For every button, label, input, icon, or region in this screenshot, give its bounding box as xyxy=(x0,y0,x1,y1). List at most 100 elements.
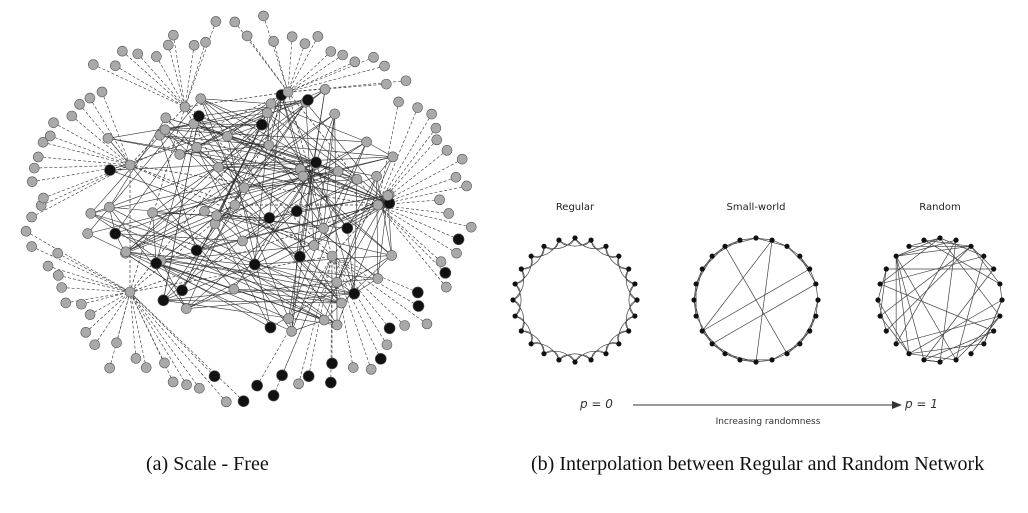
light-node xyxy=(179,101,191,113)
network-edge xyxy=(57,252,131,293)
light-node xyxy=(238,182,250,194)
network-edge xyxy=(254,264,338,326)
light-node xyxy=(211,210,222,221)
network-edge xyxy=(234,204,333,257)
ring-edge xyxy=(896,239,957,257)
network-edge xyxy=(204,102,306,212)
light-node xyxy=(426,108,437,120)
ring-edge xyxy=(879,268,887,317)
network-edge xyxy=(377,204,472,228)
small-world-ring-network xyxy=(691,235,821,365)
network-edge xyxy=(233,288,342,304)
network-edge xyxy=(323,113,336,229)
dark-node xyxy=(383,322,396,335)
ring-node xyxy=(999,297,1005,303)
ring-node xyxy=(991,266,997,272)
random-ring-network xyxy=(875,235,1005,365)
ring-node xyxy=(556,237,562,243)
ring-node xyxy=(541,351,547,357)
ring-node xyxy=(883,328,889,334)
ring-edge xyxy=(970,246,1001,285)
ring-node xyxy=(981,253,987,259)
network-edge xyxy=(164,129,342,304)
network-edge xyxy=(109,169,315,246)
light-node xyxy=(286,31,298,42)
ring-node xyxy=(616,341,622,347)
ring-node xyxy=(722,351,728,357)
network-edge xyxy=(184,91,289,108)
ring-edge xyxy=(755,240,773,363)
network-edge xyxy=(109,156,393,171)
network-edge xyxy=(193,123,262,125)
network-edge xyxy=(377,158,463,206)
light-node xyxy=(160,112,172,124)
light-node xyxy=(102,132,114,144)
dark-node xyxy=(176,284,188,297)
light-node xyxy=(421,318,433,330)
ring-node xyxy=(512,281,518,287)
network-edge xyxy=(299,256,355,294)
network-edge xyxy=(115,115,200,234)
light-node xyxy=(386,250,397,261)
ring-node xyxy=(753,235,759,241)
light-node xyxy=(361,136,372,148)
dark-node xyxy=(208,370,221,383)
network-edge xyxy=(47,265,131,293)
ring-edge xyxy=(543,237,576,249)
caption-scale-free: (a) Scale - Free xyxy=(146,453,269,475)
network-edge xyxy=(58,275,131,293)
ring-edge xyxy=(543,351,576,363)
network-edge xyxy=(152,212,157,264)
network-edge xyxy=(377,204,449,214)
network-edge xyxy=(186,202,389,309)
ring-node xyxy=(968,351,974,357)
light-node xyxy=(222,130,233,142)
network-edge xyxy=(87,233,292,332)
network-edge xyxy=(129,106,186,166)
network-edge xyxy=(273,41,289,93)
ring-edge xyxy=(886,246,972,332)
light-node xyxy=(337,49,349,61)
network-edge xyxy=(315,162,355,294)
light-node xyxy=(318,223,329,234)
light-node xyxy=(331,277,343,288)
ring-node xyxy=(769,237,775,243)
ring-node xyxy=(953,237,959,243)
network-edge xyxy=(53,122,131,166)
light-node xyxy=(52,270,64,281)
dark-node xyxy=(374,353,387,365)
ring-node xyxy=(893,253,899,259)
ring-edge xyxy=(702,239,773,332)
network-edge xyxy=(196,141,367,251)
panel-label-random: Random xyxy=(919,202,960,213)
ring-node xyxy=(709,341,715,347)
ring-edge xyxy=(724,246,788,354)
network-edge xyxy=(200,98,289,319)
ring-edge xyxy=(618,315,636,344)
network-edge xyxy=(287,43,306,93)
ring-node xyxy=(603,243,609,249)
network-edge xyxy=(331,255,405,326)
network-edge xyxy=(269,194,390,219)
light-node xyxy=(181,303,192,314)
light-node xyxy=(293,378,304,390)
ring-edge xyxy=(618,256,636,285)
scale-free-network xyxy=(20,10,477,408)
ring-node xyxy=(807,328,813,334)
network-edge xyxy=(129,291,244,402)
ring-node xyxy=(737,357,743,363)
light-node xyxy=(168,29,179,41)
ring-edge xyxy=(955,256,985,360)
network-edge xyxy=(101,91,131,166)
ring-edge xyxy=(923,268,994,361)
ring-edge xyxy=(879,315,910,354)
light-node xyxy=(181,379,192,391)
network-edge xyxy=(377,204,457,254)
light-node xyxy=(450,172,462,183)
light-node xyxy=(261,107,273,119)
ring-node xyxy=(722,243,728,249)
ring-edge xyxy=(590,239,619,257)
ring-edge xyxy=(879,283,994,332)
light-node xyxy=(28,162,40,174)
network-edge xyxy=(165,124,262,131)
